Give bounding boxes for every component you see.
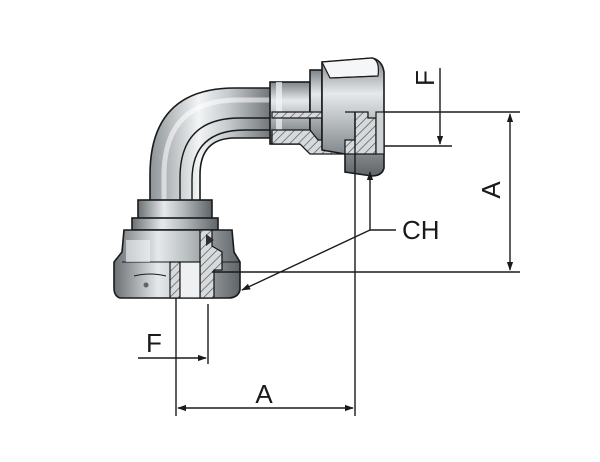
wrench-size-label: CH bbox=[402, 215, 440, 245]
offset-bottom-label: F bbox=[146, 328, 162, 358]
offset-top-label: F bbox=[410, 70, 440, 86]
bottom-ferrule bbox=[137, 199, 213, 221]
width-dim-label: A bbox=[255, 379, 273, 409]
fitting-body bbox=[113, 57, 385, 299]
tube-bore bbox=[179, 117, 355, 262]
height-dim-label: A bbox=[476, 181, 506, 199]
wrench-leader-bottom bbox=[241, 229, 371, 291]
wrench-leader-top bbox=[366, 171, 396, 231]
dimension-lines bbox=[138, 68, 520, 416]
